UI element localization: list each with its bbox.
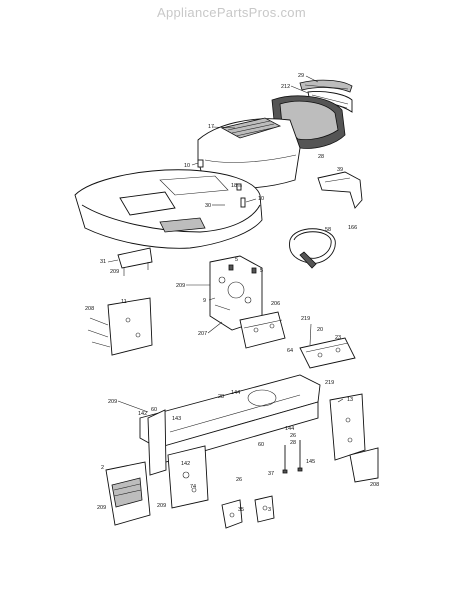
label-30: 30 bbox=[205, 203, 211, 209]
label-219-a: 219 bbox=[301, 316, 310, 322]
bracket-64 bbox=[239, 311, 286, 349]
support-31 bbox=[117, 247, 153, 276]
label-144-a: 144 bbox=[231, 390, 240, 396]
fastener-18 bbox=[236, 183, 242, 191]
fastener-10-lower bbox=[240, 197, 246, 208]
label-5-right: 5 bbox=[260, 268, 263, 274]
label-3: 3 bbox=[268, 507, 271, 513]
label-5-left: 5 bbox=[235, 257, 238, 263]
label-10-upper: 10 bbox=[184, 163, 190, 169]
label-207: 207 bbox=[198, 331, 207, 337]
label-208-a: 208 bbox=[85, 306, 94, 312]
fender bbox=[74, 169, 263, 249]
label-9: 9 bbox=[203, 298, 206, 304]
label-23: 23 bbox=[335, 335, 341, 341]
fastener-10-upper bbox=[197, 159, 204, 168]
label-20: 20 bbox=[317, 327, 323, 333]
label-31: 31 bbox=[100, 259, 106, 265]
label-209-a: 209 bbox=[110, 269, 119, 275]
label-209-e: 209 bbox=[157, 503, 166, 509]
front-bumper bbox=[105, 461, 151, 526]
side-plate-13 bbox=[329, 393, 379, 483]
label-209-b: 209 bbox=[176, 283, 185, 289]
label-11: 11 bbox=[121, 299, 127, 305]
bolts-145-37 bbox=[282, 440, 303, 474]
label-17: 17 bbox=[208, 124, 214, 130]
bracket-39 bbox=[317, 171, 363, 209]
label-2: 2 bbox=[101, 465, 104, 471]
label-143: 143 bbox=[172, 416, 181, 422]
label-29: 29 bbox=[298, 73, 304, 79]
label-37: 37 bbox=[268, 471, 274, 477]
label-209-c: 209 bbox=[108, 399, 117, 405]
label-18: 18 bbox=[231, 183, 237, 189]
label-74: 74 bbox=[190, 484, 196, 490]
label-39: 39 bbox=[337, 167, 343, 173]
label-145: 145 bbox=[306, 459, 315, 465]
label-142-a: 142 bbox=[138, 411, 147, 417]
plate-20-23 bbox=[299, 337, 356, 369]
label-58: 58 bbox=[325, 227, 331, 233]
label-64: 64 bbox=[287, 348, 293, 354]
headlight-lens bbox=[299, 79, 353, 93]
label-26-b: 26 bbox=[236, 477, 242, 483]
label-28-frame: 28 bbox=[218, 394, 224, 400]
side-plate-11 bbox=[87, 297, 153, 356]
label-10-lower: 10 bbox=[258, 196, 264, 202]
label-28-c: 28 bbox=[290, 440, 296, 446]
label-60-a: 60 bbox=[151, 407, 157, 413]
label-206: 206 bbox=[271, 301, 280, 307]
label-35: 35 bbox=[238, 507, 244, 513]
label-60-b: 60 bbox=[258, 442, 264, 448]
label-28-hood: 28 bbox=[318, 154, 324, 160]
watermark: AppliancePartsPros.com bbox=[157, 5, 306, 20]
label-142-b: 142 bbox=[181, 461, 190, 467]
label-26-a: 26 bbox=[290, 433, 296, 439]
bolt-5 bbox=[228, 264, 257, 274]
dash-panel-9 bbox=[209, 255, 263, 331]
label-208-b: 208 bbox=[370, 482, 379, 488]
label-13: 13 bbox=[347, 397, 353, 403]
label-219-b: 219 bbox=[325, 380, 334, 386]
label-209-d: 209 bbox=[97, 505, 106, 511]
bracket-35 bbox=[221, 495, 275, 529]
label-212: 212 bbox=[281, 84, 290, 90]
hood bbox=[197, 95, 346, 190]
label-144-b: 144 bbox=[285, 426, 294, 432]
main-frame bbox=[139, 374, 321, 509]
callout-labels: 29 212 17 28 10 18 30 10 39 166 58 31 20… bbox=[85, 73, 379, 513]
leader-lines bbox=[107, 75, 344, 413]
label-166: 166 bbox=[348, 225, 357, 231]
belt-58 bbox=[289, 228, 336, 269]
